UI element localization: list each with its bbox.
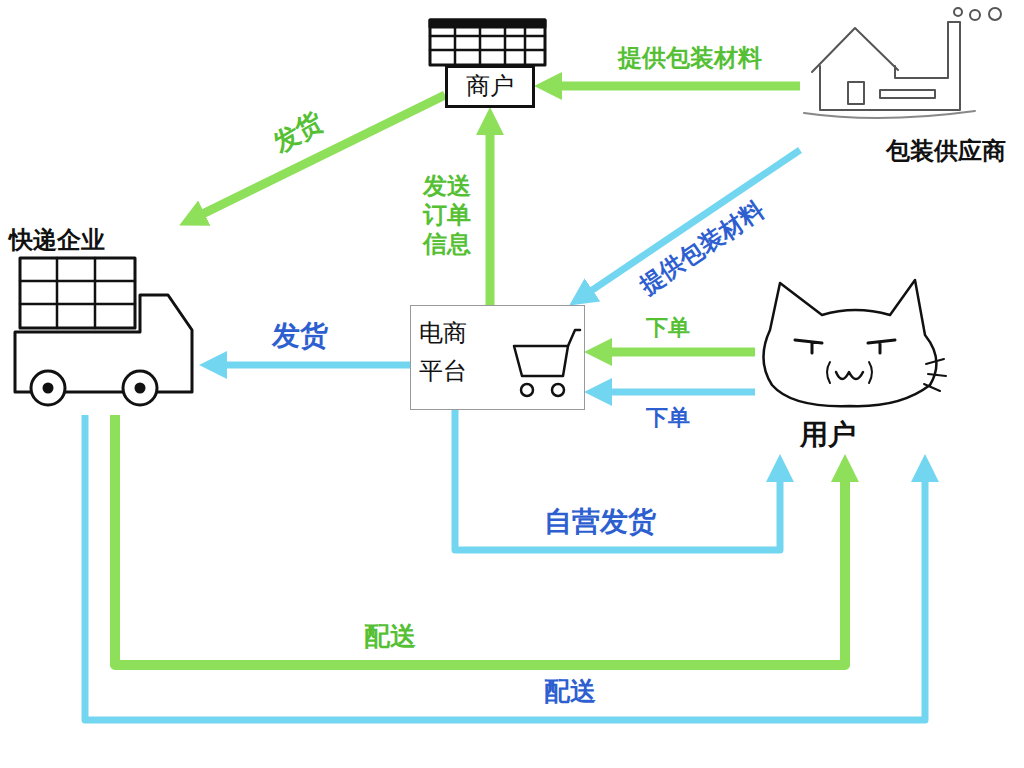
smoke xyxy=(954,8,962,16)
truck-hub xyxy=(136,384,144,392)
user-node: 用户 xyxy=(755,275,945,455)
flow-arrow xyxy=(191,95,445,220)
factory-walls xyxy=(820,22,960,110)
shop-roof-band xyxy=(430,20,545,27)
courier-node: 快递企业 xyxy=(5,225,200,415)
cat-whiskers xyxy=(924,359,946,391)
cat-eyes xyxy=(795,340,895,353)
truck-wheel xyxy=(31,371,65,405)
smoke xyxy=(970,10,980,20)
supplier-node: 包装供应商 xyxy=(800,10,1010,170)
truck-cargo xyxy=(20,258,135,328)
factory-window xyxy=(880,90,935,98)
flow-arrow xyxy=(85,415,925,720)
cat-cheeks xyxy=(827,362,872,383)
cart-wheel xyxy=(552,384,564,396)
flow-arrow xyxy=(597,348,755,357)
edge-label: 发送订单信息 xyxy=(422,172,472,258)
flow-arrow xyxy=(580,150,800,298)
shop-window-grid xyxy=(430,27,545,65)
shop-roof xyxy=(430,20,545,65)
edge-label: 下单 xyxy=(646,315,690,341)
truck-wheel xyxy=(123,371,157,405)
truck-hub xyxy=(44,384,52,392)
edge-label: 自营发货 xyxy=(544,505,656,539)
cart-handle xyxy=(568,330,580,346)
cat-mouth xyxy=(836,372,863,379)
factory-door xyxy=(848,82,864,104)
factory-ground xyxy=(804,111,975,118)
flow-arrow xyxy=(455,410,780,550)
smoke xyxy=(989,8,1001,20)
edge-label: 下单 xyxy=(646,405,690,431)
cat-head xyxy=(763,280,936,406)
flow-arrow xyxy=(115,415,845,665)
node-label: 用户 xyxy=(800,419,856,451)
truck-cargo-grid xyxy=(20,258,135,328)
cart-wheel xyxy=(521,384,533,396)
platform-box: 电商 平台 xyxy=(410,305,585,410)
flow-arrow xyxy=(597,389,755,396)
node-label: 商户 xyxy=(466,73,514,101)
edge-label: 配送 xyxy=(544,676,596,707)
edge-label: 发货 xyxy=(272,319,328,353)
factory-roof xyxy=(812,28,898,72)
cart-basket xyxy=(514,346,568,376)
node-label: 包装供应商 xyxy=(886,138,1006,166)
edge-label: 发货 xyxy=(268,106,329,159)
node-label: 快递企业 xyxy=(9,227,105,255)
shop-box: 商户 xyxy=(445,65,535,108)
node-label: 电商 平台 xyxy=(419,314,474,391)
flow-arrow xyxy=(212,362,410,369)
flow-arrow xyxy=(547,82,800,91)
flow-arrow xyxy=(486,120,495,305)
edge-label: 提供包装材料 xyxy=(618,44,762,73)
edge-label: 配送 xyxy=(364,621,416,652)
